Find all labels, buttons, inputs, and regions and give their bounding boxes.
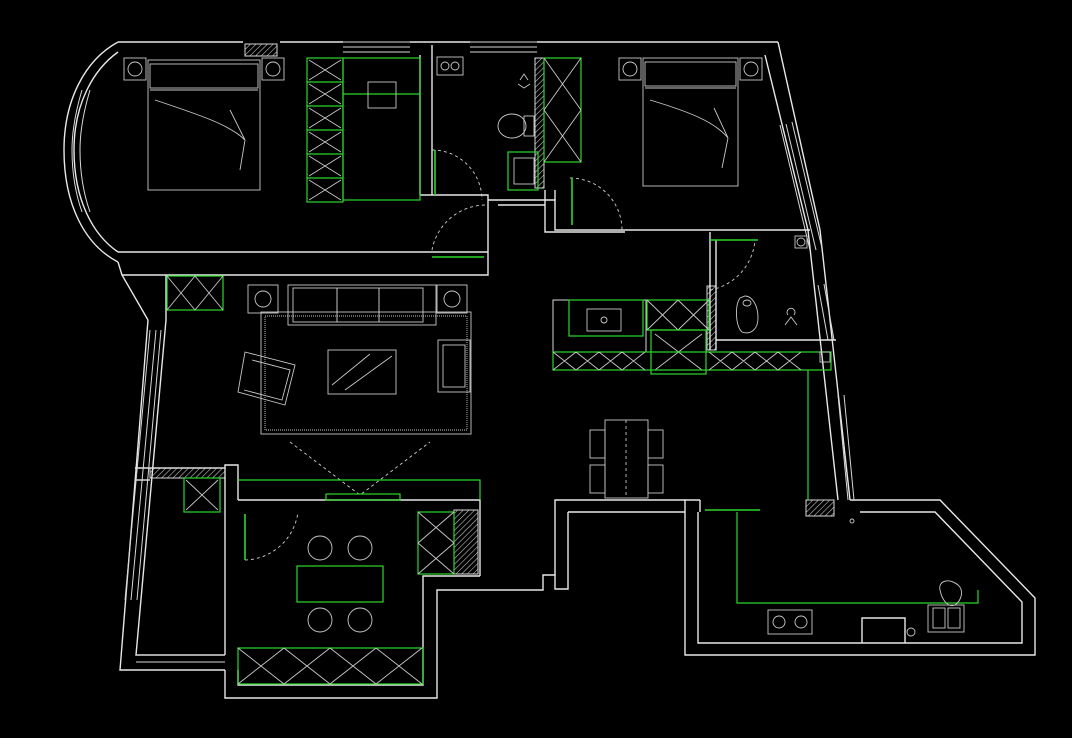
interior-walls xyxy=(419,45,836,512)
bedroom-left-bed xyxy=(123,57,285,191)
windows xyxy=(71,41,855,663)
exterior-walls xyxy=(63,41,1036,699)
bedroom-left-wardrobe xyxy=(306,57,421,203)
living-room-sofa-set xyxy=(166,275,472,513)
structural-columns xyxy=(149,43,835,575)
study-room xyxy=(237,479,481,685)
kitchen-cabinets xyxy=(552,299,832,500)
doors xyxy=(244,149,760,561)
bathroom-right xyxy=(736,235,808,334)
dining-table xyxy=(589,419,664,499)
bathroom-top xyxy=(436,56,582,191)
balcony-kitchen xyxy=(736,512,979,643)
bedroom-right-bed xyxy=(618,57,763,187)
